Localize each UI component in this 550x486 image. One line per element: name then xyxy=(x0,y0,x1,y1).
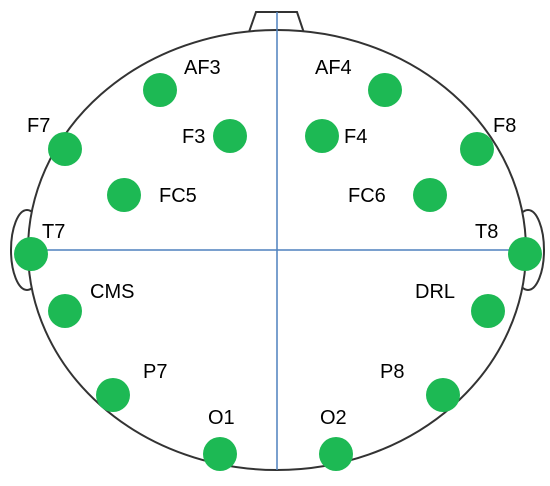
electrode-dot xyxy=(203,437,237,471)
electrode-f8: F8 xyxy=(460,115,516,166)
electrode-label: F3 xyxy=(182,126,205,148)
electrode-cms: CMS xyxy=(48,281,134,328)
electrode-dot xyxy=(14,237,48,271)
electrode-label: CMS xyxy=(90,281,134,303)
electrode-af3: AF3 xyxy=(143,57,221,107)
electrode-label: O1 xyxy=(208,407,235,429)
electrode-dot xyxy=(96,378,130,412)
electrode-t8: T8 xyxy=(475,221,542,271)
electrode-dot xyxy=(471,294,505,328)
electrode-o1: O1 xyxy=(203,407,237,471)
electrode-drl: DRL xyxy=(415,281,505,328)
electrode-p8: P8 xyxy=(380,361,460,412)
electrode-dot xyxy=(305,119,339,153)
electrode-label: F4 xyxy=(344,126,367,148)
electrode-dot xyxy=(426,378,460,412)
electrode-label: P7 xyxy=(143,361,167,383)
electrode-fc6: FC6 xyxy=(348,178,447,212)
electrode-f3: F3 xyxy=(182,119,247,153)
electrode-dot xyxy=(48,294,82,328)
electrode-label: F7 xyxy=(27,115,50,137)
electrode-o2: O2 xyxy=(319,407,353,471)
electrode-dot xyxy=(107,178,141,212)
electrode-dot xyxy=(48,132,82,166)
electrode-label: FC6 xyxy=(348,185,386,207)
electrode-dot xyxy=(413,178,447,212)
electrode-label: AF4 xyxy=(315,57,352,79)
electrode-dot xyxy=(143,73,177,107)
electrode-label: T8 xyxy=(475,221,498,243)
electrode-dot xyxy=(508,237,542,271)
electrode-dot xyxy=(319,437,353,471)
electrode-label: F8 xyxy=(493,115,516,137)
electrode-t7: T7 xyxy=(14,221,65,271)
electrode-f4: F4 xyxy=(305,119,367,153)
electrode-label: FC5 xyxy=(159,185,197,207)
electrode-fc5: FC5 xyxy=(107,178,197,212)
electrode-dot xyxy=(368,73,402,107)
electrode-label: O2 xyxy=(320,407,347,429)
electrode-f7: F7 xyxy=(27,115,82,166)
electrode-label: AF3 xyxy=(184,57,221,79)
electrodes: AF3 AF4 F7 F3 F4 F8 FC5 FC6 xyxy=(14,57,542,471)
electrode-dot xyxy=(460,132,494,166)
electrode-af4: AF4 xyxy=(315,57,402,107)
electrode-label: DRL xyxy=(415,281,455,303)
electrode-label: T7 xyxy=(42,221,65,243)
electrode-dot xyxy=(213,119,247,153)
electrode-p7: P7 xyxy=(96,361,167,412)
electrode-label: P8 xyxy=(380,361,404,383)
